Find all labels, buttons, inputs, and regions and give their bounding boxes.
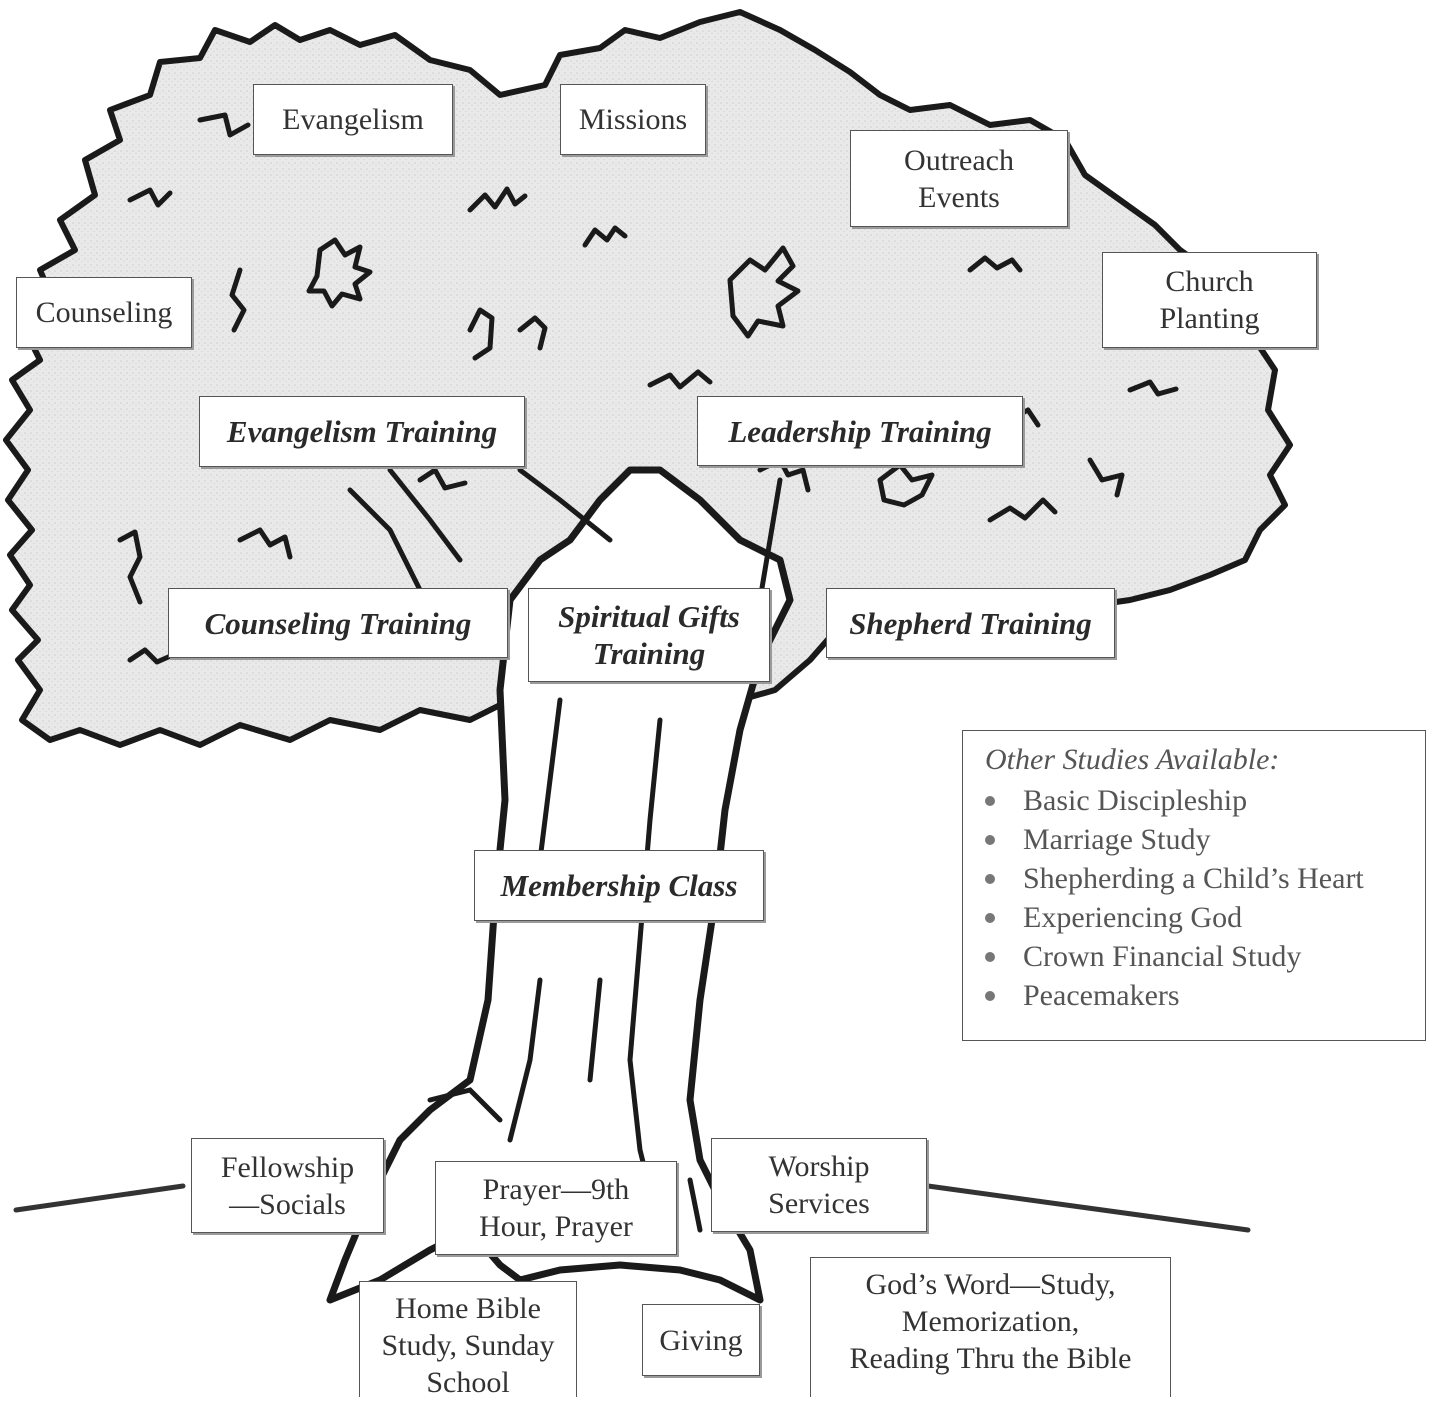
list-item-label: Marriage Study <box>1023 823 1211 856</box>
training-spiritual-gifts: Spiritual Gifts Training <box>528 588 770 682</box>
root-home-bible-study: Home Bible Study, Sunday School <box>359 1281 577 1399</box>
label: Giving <box>659 1323 743 1357</box>
label: Shepherd Training <box>849 605 1092 641</box>
ministry-missions: Missions <box>560 84 706 155</box>
list-item-label: Peacemakers <box>1023 979 1180 1012</box>
other-studies-list: Basic Discipleship Marriage Study Shephe… <box>985 781 1425 1015</box>
label-line: Reading Thru the Bible <box>849 1342 1132 1375</box>
label-line: Planting <box>1159 302 1260 335</box>
label-line: Events <box>918 180 1000 214</box>
label: Counseling <box>35 296 173 329</box>
root-prayer: Prayer—9th Hour, Prayer <box>435 1161 677 1255</box>
label-line: Memorization, <box>901 1305 1080 1338</box>
training-shepherd: Shepherd Training <box>826 588 1115 658</box>
label-line: Prayer—9th <box>482 1173 630 1206</box>
root-fellowship: Fellowship —Socials <box>191 1138 384 1233</box>
list-item-label: Experiencing God <box>1023 901 1243 934</box>
label-line: Outreach <box>904 143 1014 177</box>
label-line: God’s Word—Study, <box>865 1268 1116 1301</box>
label-line: Hour, Prayer <box>479 1210 633 1243</box>
ground-line <box>13 1183 1251 1233</box>
list-item-label: Crown Financial Study <box>1023 940 1302 973</box>
label: Missions <box>578 103 688 136</box>
ministry-church-planting: Church Planting <box>1102 252 1317 348</box>
other-studies-heading: Other Studies Available: <box>985 743 1280 776</box>
root-giving: Giving <box>642 1304 760 1376</box>
label: Counseling Training <box>204 605 472 641</box>
label-line: Services <box>768 1187 870 1220</box>
membership-class: Membership Class <box>474 850 764 921</box>
list-item-label: Basic Discipleship <box>1023 784 1248 817</box>
bullet-icon <box>985 874 995 884</box>
label-line: Study, Sunday <box>381 1329 555 1362</box>
label-line: —Socials <box>229 1187 346 1221</box>
label-line: Spiritual Gifts <box>558 599 740 634</box>
ministry-evangelism: Evangelism <box>253 84 453 155</box>
training-counseling: Counseling Training <box>168 588 508 658</box>
bullet-icon <box>985 952 995 962</box>
label-line: Church <box>1165 265 1254 298</box>
label-line: Home Bible <box>395 1292 541 1325</box>
label: Membership Class <box>500 868 738 903</box>
foliage-strokes <box>117 112 1179 665</box>
list-item: Basic Discipleship <box>985 781 1425 820</box>
bullet-icon <box>985 991 995 1001</box>
label-line: School <box>426 1366 510 1399</box>
list-item: Marriage Study <box>985 820 1425 859</box>
label: Evangelism Training <box>226 414 498 449</box>
bullet-icon <box>985 913 995 923</box>
root-gods-word: God’s Word—Study, Memorization, Reading … <box>810 1257 1171 1397</box>
other-studies-panel: Other Studies Available: Basic Disciples… <box>962 730 1426 1041</box>
list-item: Experiencing God <box>985 898 1425 937</box>
list-item: Crown Financial Study <box>985 937 1425 976</box>
root-worship: Worship Services <box>711 1138 927 1232</box>
bullet-icon <box>985 796 995 806</box>
label-line: Fellowship <box>220 1150 355 1184</box>
bullet-icon <box>985 835 995 845</box>
list-item-label: Shepherding a Child’s Heart <box>1023 862 1364 895</box>
label-line: Training <box>592 636 706 671</box>
ministry-counseling: Counseling <box>16 277 192 348</box>
list-item: Peacemakers <box>985 976 1425 1015</box>
training-leadership: Leadership Training <box>697 396 1023 466</box>
label: Evangelism <box>282 103 424 136</box>
label: Leadership Training <box>728 413 992 449</box>
list-item: Shepherding a Child’s Heart <box>985 859 1425 898</box>
training-evangelism: Evangelism Training <box>199 396 525 467</box>
label-line: Worship <box>768 1150 870 1183</box>
ministry-outreach-events: Outreach Events <box>850 130 1068 227</box>
